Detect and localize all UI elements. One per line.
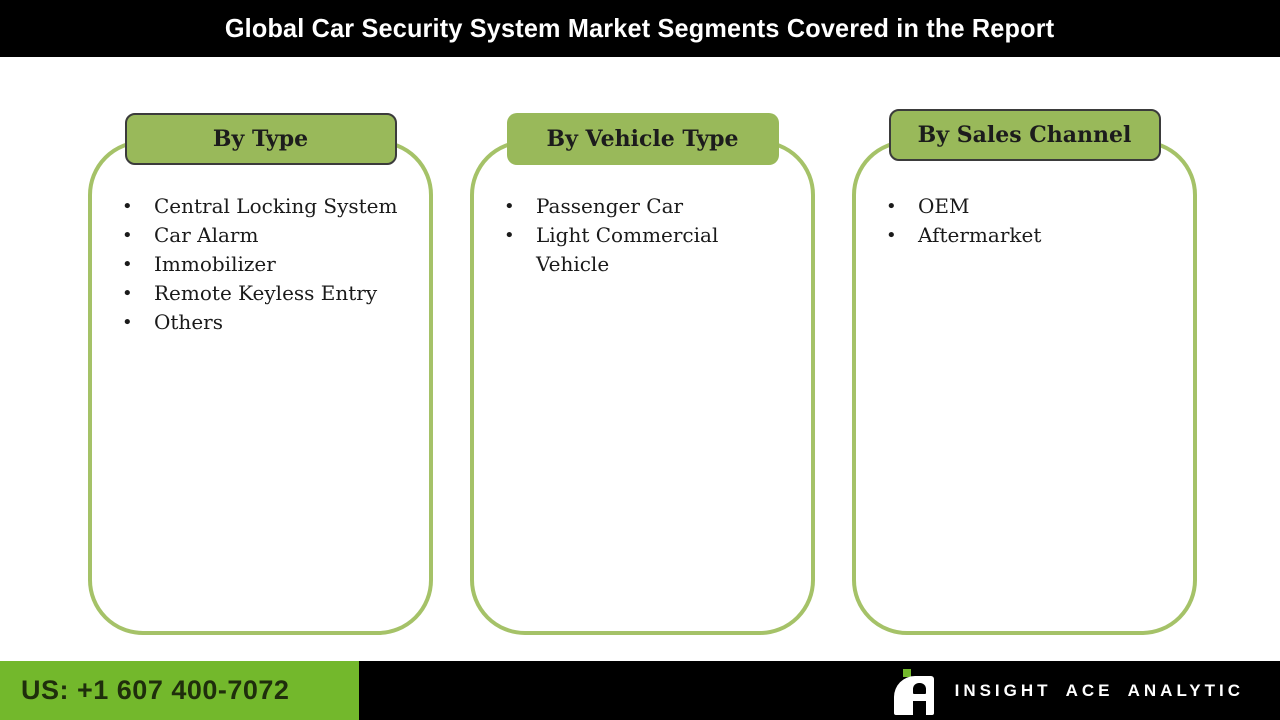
- logo-green-dot: [902, 668, 911, 677]
- insight-ace-logo-icon: [893, 664, 935, 718]
- card-by-type-header: By Type: [124, 113, 397, 165]
- phone-number: US: +1 607 400-7072: [21, 675, 290, 705]
- card-by-type: By Type Central Locking System Car Alarm…: [88, 113, 433, 635]
- list-item: Others: [120, 308, 405, 337]
- card-by-type-title: By Type: [212, 126, 309, 152]
- list-item: OEM: [884, 192, 1169, 221]
- card-by-sales-channel-list: OEM Aftermarket: [856, 192, 1193, 250]
- card-by-sales-channel: By Sales Channel OEM Aftermarket: [852, 109, 1197, 635]
- list-item: Remote Keyless Entry: [120, 279, 405, 308]
- card-by-vehicle-type-title: By Vehicle Type: [546, 126, 739, 152]
- card-by-vehicle-type-header: By Vehicle Type: [506, 113, 779, 165]
- brand-name: INSIGHT ACE ANALYTIC: [954, 680, 1244, 700]
- card-by-vehicle-type-list: Passenger Car Light Commercial Vehicle: [474, 192, 811, 279]
- list-item: Passenger Car: [502, 192, 732, 221]
- list-item: Aftermarket: [884, 221, 1169, 250]
- page-title: Global Car Security System Market Segmen…: [225, 13, 1055, 43]
- card-by-type-list: Central Locking System Car Alarm Immobil…: [92, 192, 429, 337]
- title-bar: Global Car Security System Market Segmen…: [0, 0, 1280, 57]
- logo-a-slit: [912, 700, 926, 715]
- list-item: Central Locking System: [120, 192, 405, 221]
- list-item: Immobilizer: [120, 250, 405, 279]
- card-by-sales-channel-title: By Sales Channel: [917, 122, 1132, 148]
- card-by-vehicle-type: By Vehicle Type Passenger Car Light Comm…: [470, 113, 815, 635]
- logo-a-counter: [912, 682, 926, 694]
- brand-block: INSIGHT ACE ANALYTIC: [893, 661, 1244, 720]
- phone-box: US: +1 607 400-7072: [0, 661, 359, 720]
- list-item: Light Commercial Vehicle: [502, 221, 732, 279]
- footer-bar: US: +1 607 400-7072 INSIGHT ACE ANALYTIC: [0, 661, 1280, 720]
- logo-a-glyph: [893, 675, 934, 715]
- list-item: Car Alarm: [120, 221, 405, 250]
- card-by-sales-channel-header: By Sales Channel: [888, 109, 1161, 161]
